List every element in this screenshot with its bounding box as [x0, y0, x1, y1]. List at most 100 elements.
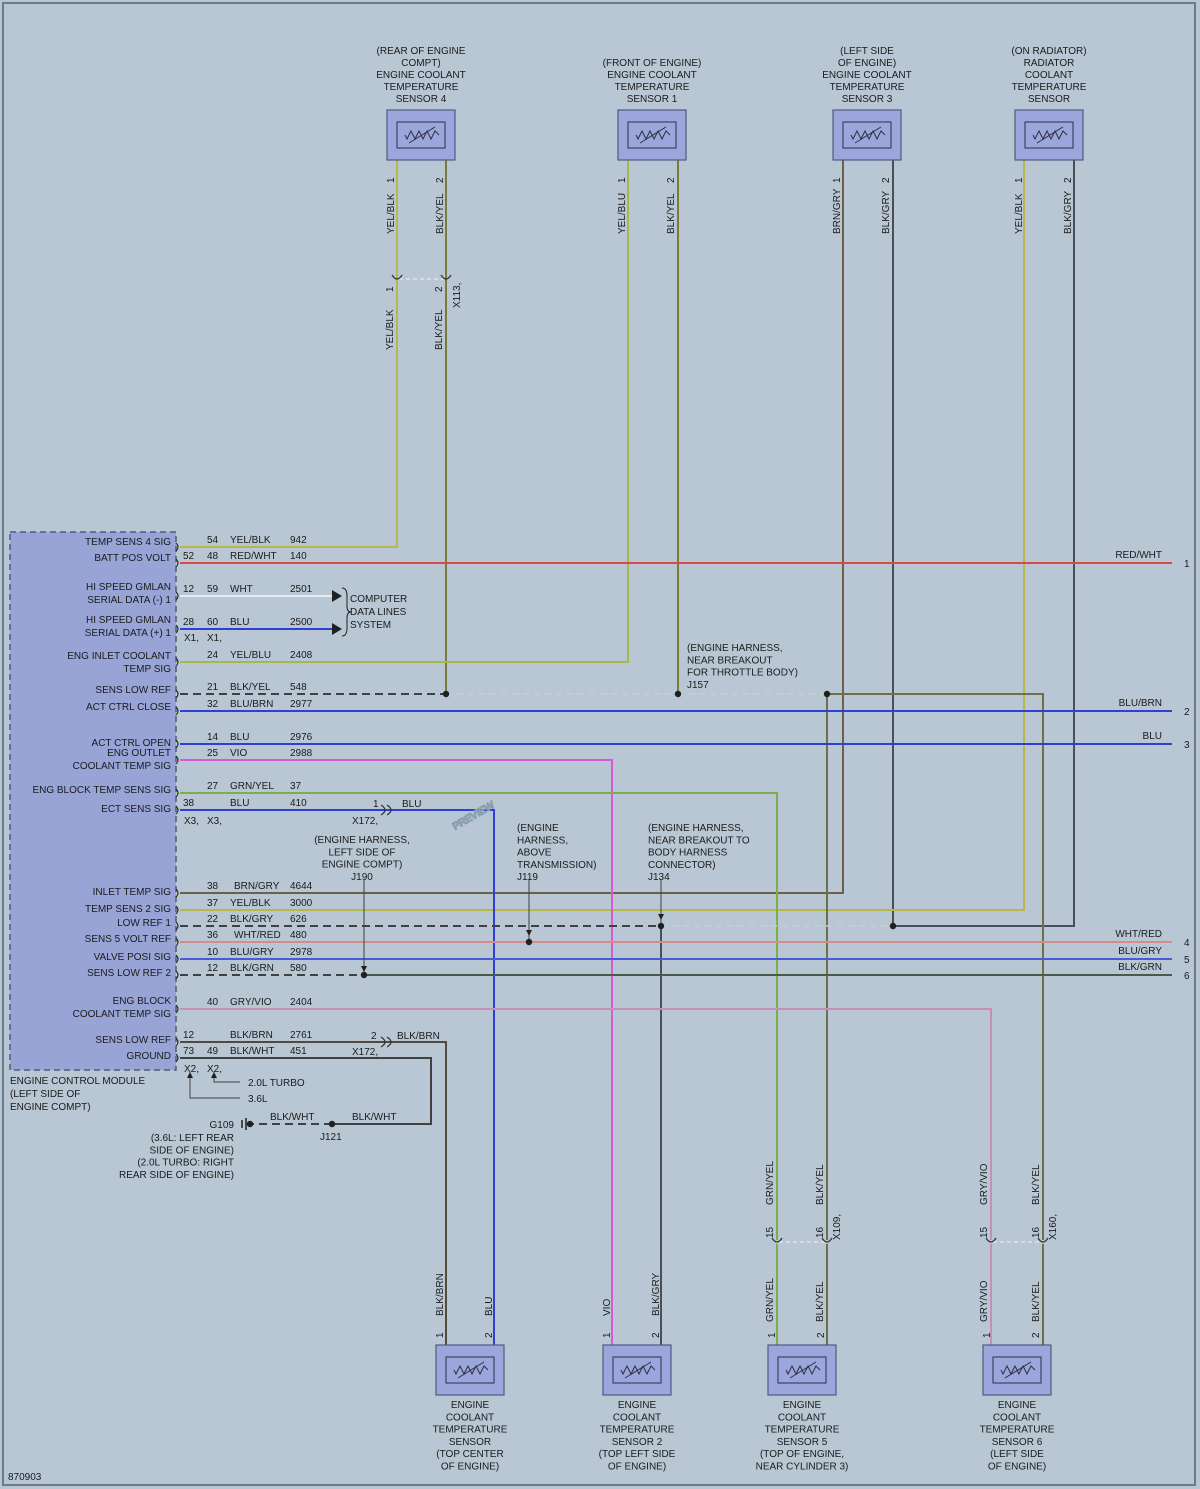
thermistor-icon	[850, 129, 886, 141]
x160-chevron-1	[985, 1237, 997, 1243]
bottom-sensor-title-line: ENGINE	[451, 1400, 490, 1411]
x113-pin1: 1	[385, 286, 396, 292]
top-sensor-wire2: BLK/YEL	[666, 193, 677, 234]
ecm-pin-mark	[175, 921, 179, 931]
splice-j134-line: (ENGINE HARNESS,	[648, 823, 744, 834]
top-sensor-icon	[832, 109, 902, 161]
bottom-sensor-pin1: 1	[435, 1332, 446, 1338]
computer-data-lines-1: COMPUTER	[350, 594, 407, 605]
v6-arrow-icon	[187, 1072, 193, 1078]
ecm-pin-number: 49	[207, 1046, 219, 1057]
x113-wire2: BLK/YEL	[434, 309, 445, 350]
top-sensor-title-line: ENGINE COOLANT	[822, 70, 911, 81]
ecm-pin-circuit: 140	[290, 551, 307, 562]
ground-location-line: (3.6L: LEFT REAR	[151, 1133, 234, 1144]
bottom-sensor-wire2: BLK/GRY	[651, 1273, 662, 1316]
ecm-pin-wire-color: BLK/GRN	[230, 963, 274, 974]
bottom-sensor-title-line: TEMPERATURE	[765, 1425, 840, 1436]
bottom-sensor-title-line: SENSOR 6	[992, 1437, 1043, 1448]
ecm-pin-wire-color: GRN/YEL	[230, 781, 274, 792]
ecm-pin-number: 60	[207, 617, 219, 628]
splice-j119-line: TRANSMISSION)	[517, 860, 596, 871]
ecm-pin-mark	[175, 657, 179, 667]
x109-pin-b: 16	[815, 1226, 826, 1238]
top-sensor-icon	[617, 109, 687, 161]
ground-g109-icon	[241, 1118, 254, 1130]
ecm-pin-mark	[175, 706, 179, 716]
bottom-sensor-title-line: (TOP LEFT SIDE	[599, 1449, 676, 1460]
splice-j119-line: (ENGINE	[517, 823, 559, 834]
wire-blk-brn-2761	[180, 1041, 447, 1345]
top-sensor-title-line: TEMPERATURE	[1012, 82, 1087, 93]
splice-dot-j157	[823, 690, 831, 698]
ecm-pin-label: ENG OUTLET	[107, 748, 171, 759]
splice-j190-line: J190	[351, 872, 373, 883]
ecm-pin-label: COOLANT TEMP SIG	[73, 1009, 172, 1020]
ecm-pin-wire-color: BLK/WHT	[230, 1046, 274, 1057]
ecm-pin-circuit: 2501	[290, 584, 313, 595]
x172-name-b: X172,	[352, 1047, 378, 1058]
ecm-pin-mark	[175, 954, 179, 964]
wire-gry-vio-2404	[180, 1008, 992, 1240]
ecm-pin-mark	[175, 542, 179, 552]
bottom-sensor-wire1: VIO	[602, 1299, 613, 1316]
wire-v6-lead	[189, 1072, 240, 1099]
right-exit-number: 6	[1184, 971, 1190, 982]
top-sensor-wire2: BLK/YEL	[435, 193, 446, 234]
top-sensor-title: (ON RADIATOR)RADIATORCOOLANTTEMPERATURES…	[1011, 46, 1086, 105]
ecm-pin-circuit: 2988	[290, 748, 313, 759]
ecm-pin-wire-color: BLK/GRY	[230, 914, 273, 925]
ecm-pin-label: LOW REF 1	[117, 918, 171, 929]
top-sensor-title-line: COMPT)	[401, 58, 440, 69]
right-exit-wire: BLU/GRY	[1118, 946, 1162, 957]
ecm-pin-wire-color: BLU/BRN	[230, 699, 273, 710]
right-exit-wire: BLU/BRN	[1119, 698, 1162, 709]
bottom-sensor-pin1: 1	[767, 1332, 778, 1338]
top-sensor-title-line: SENSOR 4	[396, 94, 447, 105]
bottom-sensor-pin1: 1	[982, 1332, 993, 1338]
splice-dot-sensor1	[674, 690, 682, 698]
ecm-pin-label: SENS 5 VOLT REF	[85, 934, 171, 945]
ecm-pin-number: 40	[207, 997, 219, 1008]
top-sensor-title-line: (LEFT SIDE	[840, 46, 894, 57]
ecm-pin-label: ENG BLOCK	[113, 996, 172, 1007]
x113-name: X113,	[452, 283, 463, 308]
ecm-pin-number: 36	[207, 930, 219, 941]
splice-j157-line: FOR THROTTLE BODY)	[687, 668, 798, 679]
ecm-pin-wire-color: BRN/GRY	[234, 881, 280, 892]
bottom-sensor-title-line: TEMPERATURE	[433, 1425, 508, 1436]
top-sensor-title-line: (FRONT OF ENGINE)	[603, 58, 702, 69]
ecm-pin-wire-color: BLK/BRN	[230, 1030, 273, 1041]
wire-blk-gry-radiator	[893, 160, 1075, 927]
bottom-sensor-title-line: (LEFT SIDE	[990, 1449, 1044, 1460]
ecm-title-line-3: ENGINE COMPT)	[10, 1102, 91, 1113]
ecm-pin-number: 25	[207, 748, 219, 759]
preview-watermark: PREVIEW	[451, 800, 497, 833]
ecm-pin-number: 21	[207, 682, 219, 693]
ecm-pin-wire-color: WHT	[230, 584, 253, 595]
ecm-pin-label: COOLANT TEMP SIG	[73, 761, 172, 772]
x109-chevron-1	[771, 1237, 783, 1243]
x172-chevron-1	[380, 804, 392, 816]
top-sensor-title-line: OF ENGINE)	[838, 58, 896, 69]
x109-wire-b-top: BLK/YEL	[815, 1164, 826, 1205]
wire-brn-gry-4644	[180, 160, 844, 894]
bottom-sensor-title-line: (TOP OF ENGINE,	[760, 1449, 844, 1460]
top-sensor-title-line: TEMPERATURE	[615, 82, 690, 93]
ecm-pin-number: 32	[207, 699, 219, 710]
x172-pin-a: 1	[373, 799, 379, 810]
ecm-pin-wire-color: BLU	[230, 617, 249, 628]
ground-option-turbo: 2.0L TURBO	[248, 1078, 305, 1089]
splice-j157-line: (ENGINE HARNESS,	[687, 643, 783, 654]
ecm-pin-wire-color: YEL/BLK	[230, 535, 271, 546]
right-exit-wire: WHT/RED	[1115, 929, 1162, 940]
splice-j121-label: J121	[320, 1132, 342, 1143]
ecm-pin-label: SERIAL DATA (+) 1	[85, 628, 172, 639]
ecm-pin-number: 27	[207, 781, 219, 792]
right-exit-wire: BLU	[1143, 731, 1162, 742]
